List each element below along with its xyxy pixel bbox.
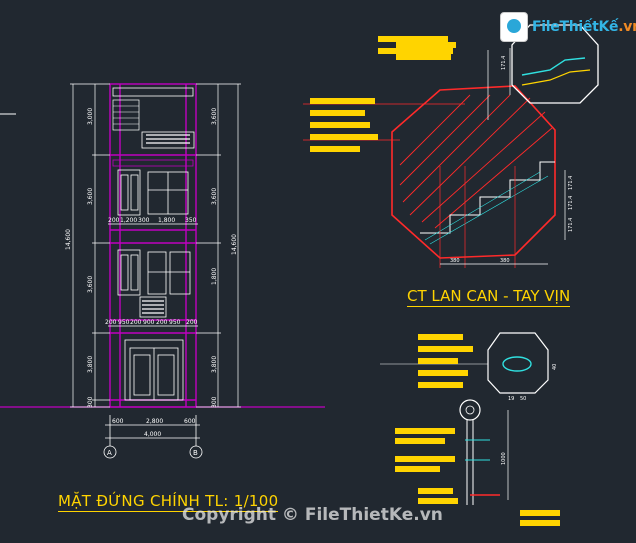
dim-base-3: 600 [184,418,196,425]
right-dimension-lines [196,83,241,408]
elevation-title: MẶT ĐỨNG CHÍNH TL: 1/100 [58,492,279,512]
dim-right-5: 300 [211,396,218,408]
dim-opening-1: 200 [108,217,120,224]
stair-dim-4: 171.4 [568,196,574,210]
dim-opening-5: 350 [185,217,197,224]
dim-right-4: 3,800 [211,356,218,373]
handrail-dim-2: 50 [520,396,526,402]
dim-right-1: 3,600 [211,108,218,125]
dim-floor-1: 3,000 [87,108,94,125]
logo-text: FileThiếtKế.vn [532,19,636,35]
stair-dim-3: 171.4 [568,176,574,190]
left-dimension-lines [70,83,110,408]
stair-dim-2: 380 [500,258,510,264]
handrail-detail [380,332,549,505]
dim-right-3: 1,800 [211,268,218,285]
annotation-blocks [310,36,560,526]
ground-floor-door [124,339,184,401]
dim-lower-5: 200 [156,319,168,326]
site-logo[interactable]: FileThiếtKế.vn [500,12,636,42]
grid-bubble-a [103,445,117,459]
dimension-texts: 14,600 3,000 3,600 3,600 3,800 300 14,60… [65,56,574,465]
dim-right-total: 14,600 [231,234,238,255]
building-outline [109,83,197,408]
dim-lower-7: 200 [186,319,198,326]
dim-right-2: 3,600 [211,188,218,205]
floor-3-windows [112,159,194,216]
dim-base-1: 600 [112,418,124,425]
stair-dim-5: 171.4 [568,218,574,232]
dim-floor-2: 3,600 [87,188,94,205]
dim-opening-3: 300 [138,217,150,224]
horizontal-dims [105,223,200,439]
dim-floor-5: 300 [87,396,94,408]
handrail-dim-3: 40 [552,364,558,370]
logo-badge-icon [500,12,528,42]
grid-label-b: B [193,449,198,457]
rail-top-dim: 171.4 [501,56,507,70]
grid-axes [103,415,203,459]
dim-total-width: 4,000 [144,431,161,438]
copyright-watermark: Copyright © FileThietKe.vn [182,505,443,525]
dim-opening-4: 1,800 [158,217,175,224]
dim-lower-4: 900 [143,319,155,326]
dim-floor-3: 3,600 [87,276,94,293]
stair-dim-1: 380 [450,258,460,264]
floor-2-windows [117,249,191,318]
dim-lower-1: 200 [105,319,117,326]
dim-floor-4: 3,800 [87,356,94,373]
rail-top-detail [487,24,599,120]
building-elevation [109,83,197,408]
detail-title: CT LAN CAN - TAY VỊN [407,287,571,307]
dim-lower-2: 950 [118,319,130,326]
grid-bubble-b [189,445,203,459]
grid-label-a: A [107,449,112,457]
dim-base-2: 2,800 [146,418,163,425]
handrail-dim-1: 19 [508,396,514,402]
dim-opening-2: 1,200 [120,217,137,224]
dim-lower-6: 950 [169,319,181,326]
roof-parapet [112,87,195,149]
dim-total-height: 14,600 [65,229,72,250]
dim-lower-3: 200 [130,319,142,326]
handrail-dim-4: 1000 [501,452,507,465]
